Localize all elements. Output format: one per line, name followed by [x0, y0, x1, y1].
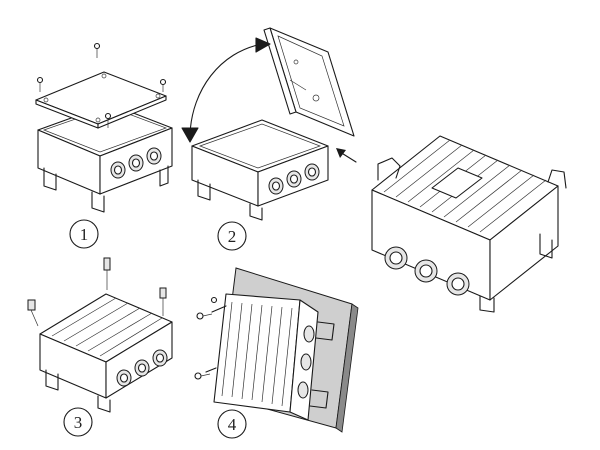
panel-1-cover-removal: 1 — [35, 42, 173, 249]
step-2-number: 2 — [228, 227, 237, 246]
panel-4-wall-mount: 4 — [194, 267, 359, 439]
cable-gland — [268, 177, 284, 195]
hinged-lid — [263, 27, 355, 137]
cable-gland — [116, 369, 132, 387]
cable-gland — [303, 325, 315, 343]
cable-gland — [297, 381, 309, 399]
screw-icon — [104, 112, 112, 128]
screw-icon — [36, 76, 44, 92]
cover-plate — [35, 71, 167, 129]
step-3-badge: 3 — [63, 407, 93, 437]
closed-enclosure-large — [371, 135, 567, 313]
step-1-badge: 1 — [69, 219, 99, 249]
screw-icon — [196, 312, 213, 320]
cooling-fins — [383, 139, 547, 233]
enclosure-base — [37, 103, 173, 213]
cable-gland — [146, 147, 162, 165]
step-4-badge: 4 — [217, 409, 247, 439]
cable-gland — [304, 163, 320, 181]
arrow-straight-icon — [336, 148, 357, 163]
cable-gland — [286, 170, 302, 188]
cable-gland — [128, 154, 144, 172]
panel-2-open-lid: 2 — [181, 27, 357, 251]
screw-icon — [159, 78, 167, 92]
cable-gland — [300, 353, 312, 371]
cable-gland — [134, 359, 150, 377]
screw-icon — [210, 296, 218, 304]
panel-3-screw-closing: 3 — [27, 257, 173, 437]
cooling-fins — [221, 301, 293, 407]
cable-gland — [414, 259, 438, 283]
enclosure-base-open — [191, 119, 329, 221]
screw-icon — [159, 287, 167, 316]
screw-icon — [103, 257, 111, 290]
step-1-number: 1 — [80, 225, 89, 244]
step-2-badge: 2 — [217, 221, 247, 251]
screw-icon — [27, 299, 39, 327]
step-3-number: 3 — [74, 413, 83, 432]
screw-icon — [93, 42, 101, 58]
step-4-number: 4 — [228, 415, 237, 434]
arrow-curved-icon — [181, 37, 271, 143]
cooling-fins — [51, 297, 163, 357]
cable-gland — [446, 272, 470, 296]
cable-gland — [384, 246, 408, 270]
cable-gland — [110, 161, 126, 179]
screw-icon — [194, 372, 211, 380]
cable-gland — [152, 349, 168, 367]
